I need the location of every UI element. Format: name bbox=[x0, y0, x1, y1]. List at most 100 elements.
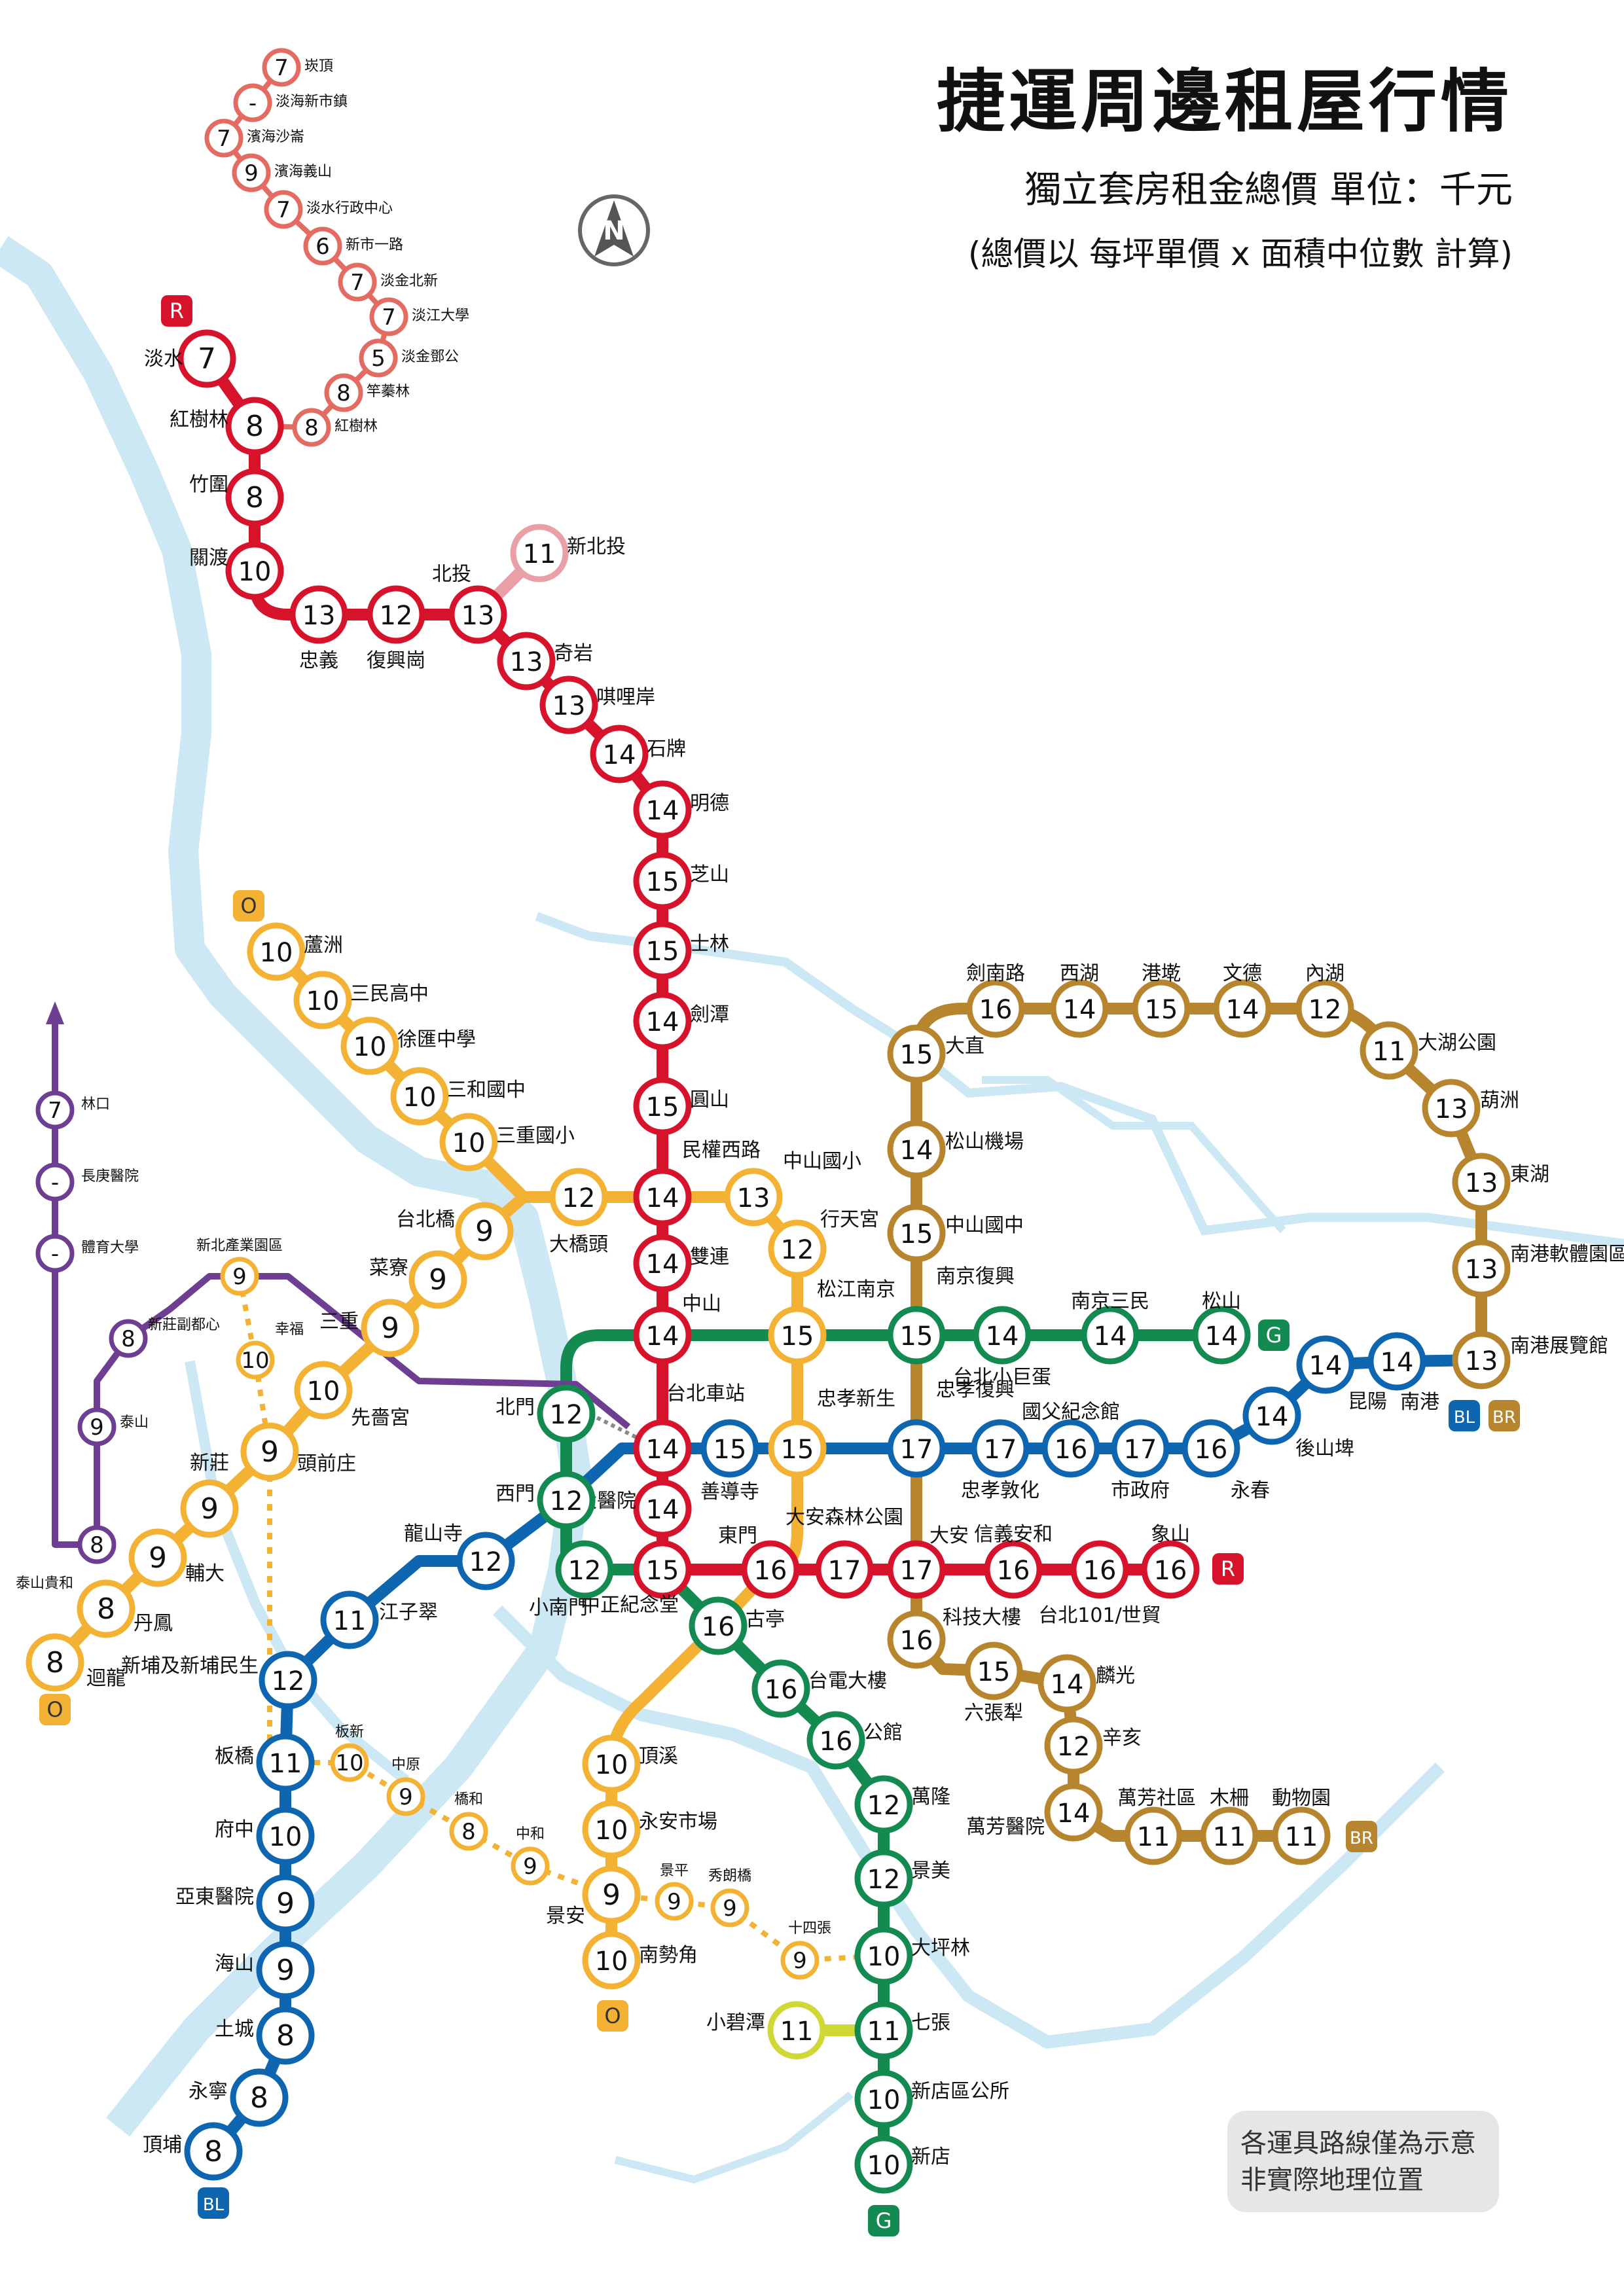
station-value: 15 bbox=[646, 1556, 679, 1586]
station-marker bbox=[1452, 1331, 1511, 1390]
station-marker bbox=[966, 979, 1025, 1038]
station-name: 輔大 bbox=[185, 1562, 225, 1585]
station-marker bbox=[655, 1882, 694, 1921]
station-value: 10 bbox=[306, 986, 340, 1016]
station-name: 丹鳳 bbox=[134, 1612, 173, 1635]
station-marker bbox=[1200, 1806, 1259, 1865]
station-value: 8 bbox=[461, 1819, 476, 1845]
station-name: 徐匯中學 bbox=[397, 1028, 476, 1051]
station-value: 14 bbox=[986, 1321, 1019, 1352]
station-name: 劍潭 bbox=[690, 1003, 729, 1026]
station-marker bbox=[887, 1419, 946, 1478]
station-name: 台電大樓 bbox=[808, 1670, 887, 1693]
station-name: 淡江大學 bbox=[412, 308, 469, 324]
badge-label: O bbox=[240, 893, 257, 918]
badge-shape bbox=[233, 890, 264, 922]
station-name: 大湖公園 bbox=[1418, 1031, 1496, 1054]
badge-label: BR bbox=[1492, 1408, 1516, 1427]
badge-label: BL bbox=[203, 2195, 225, 2215]
station-value: 13 bbox=[552, 691, 586, 721]
station-name: 十四張 bbox=[788, 1920, 831, 1937]
station-name: 士林 bbox=[690, 933, 729, 956]
station-name: 泰山貴和 bbox=[16, 1575, 73, 1592]
station-marker bbox=[633, 852, 692, 910]
station-name: 國父紀念館 bbox=[1022, 1401, 1120, 1424]
station-y-zhongyuan: 9中原 bbox=[386, 1757, 425, 1816]
station-marker bbox=[292, 408, 331, 447]
station-name: 永春 bbox=[1231, 1479, 1270, 1502]
station-name: 港墘 bbox=[1142, 962, 1181, 985]
station-value: 14 bbox=[646, 1249, 679, 1280]
station-name: 蘆洲 bbox=[304, 934, 343, 957]
badge-label: G bbox=[876, 2208, 892, 2233]
station-marker bbox=[256, 1806, 315, 1865]
station-marker bbox=[230, 2068, 289, 2127]
station-marker bbox=[1367, 1332, 1426, 1391]
station-marker bbox=[854, 2001, 913, 2060]
station-value: 11 bbox=[269, 1749, 302, 1779]
station-name: 中山 bbox=[682, 1293, 721, 1316]
station-name: 新店 bbox=[911, 2145, 950, 2168]
station-marker bbox=[582, 1734, 641, 1793]
station-name: 板新 bbox=[335, 1724, 364, 1740]
station-value: 9 bbox=[149, 1541, 167, 1575]
station-name: 紅樹林 bbox=[334, 418, 378, 435]
station-name: 東門 bbox=[718, 1524, 757, 1547]
station-value: 12 bbox=[568, 1556, 602, 1586]
station-marker bbox=[1242, 1386, 1301, 1445]
badge-shape bbox=[868, 2205, 899, 2236]
station-name: 古亭 bbox=[746, 1608, 785, 1631]
station-name: 菜寮 bbox=[369, 1257, 408, 1280]
station-marker bbox=[806, 1711, 865, 1770]
station-marker bbox=[537, 1384, 596, 1443]
station-name: 中正紀念堂 bbox=[581, 1594, 679, 1617]
station-marker bbox=[633, 1479, 692, 1538]
station-name: 科技大樓 bbox=[943, 1606, 1021, 1629]
station-name: 大安 bbox=[929, 1524, 969, 1547]
station-value: 14 bbox=[1309, 1351, 1343, 1381]
station-name: 景安 bbox=[546, 1905, 585, 1928]
station-marker bbox=[887, 1024, 946, 1083]
station-marker bbox=[780, 1941, 820, 1980]
station-value: 11 bbox=[333, 1606, 367, 1636]
station-value: 9 bbox=[399, 1784, 413, 1810]
station-name: 南京三民 bbox=[1071, 1290, 1149, 1313]
station-value: 9 bbox=[475, 1215, 494, 1248]
station-value: 15 bbox=[900, 1321, 933, 1352]
station-name: 崁頂 bbox=[304, 58, 333, 75]
station-marker bbox=[303, 226, 342, 266]
station-marker bbox=[109, 1319, 148, 1358]
station-name: 東湖 bbox=[1510, 1163, 1549, 1186]
station-marker bbox=[180, 1479, 239, 1538]
station-marker bbox=[259, 1651, 317, 1710]
station-marker bbox=[741, 1540, 800, 1599]
station-name: 橋和 bbox=[454, 1791, 483, 1808]
station-marker bbox=[324, 373, 363, 412]
station-name: 北門 bbox=[496, 1396, 535, 1419]
station-jingan: 9景安 bbox=[546, 1865, 641, 1928]
station-marker bbox=[264, 190, 303, 229]
line-badge-BL-south: BL bbox=[198, 2187, 229, 2219]
station-name: 辛亥 bbox=[1102, 1727, 1142, 1749]
badge-shape bbox=[1489, 1400, 1520, 1431]
line-badge-BL-east: BL bbox=[1449, 1400, 1480, 1431]
station-name: 圓山 bbox=[690, 1088, 729, 1111]
station-name: 忠孝新生 bbox=[817, 1388, 895, 1410]
